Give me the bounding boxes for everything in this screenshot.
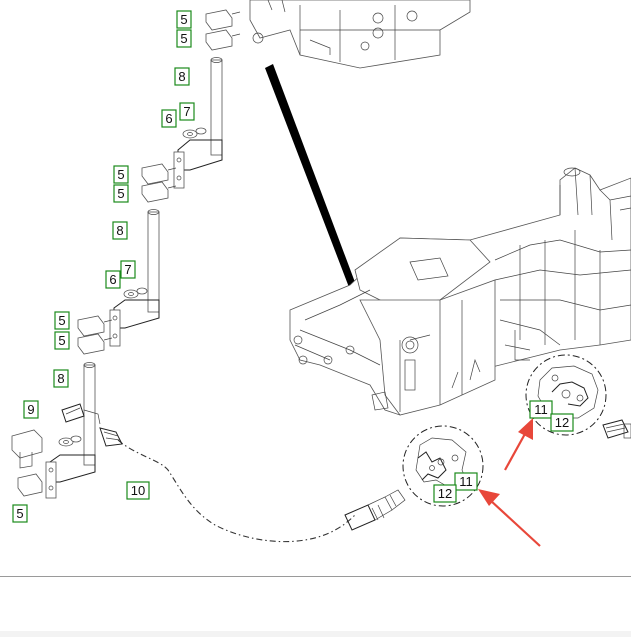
callout-5-d: 5 <box>113 184 129 203</box>
svg-text:11: 11 <box>534 402 548 417</box>
callout-6-b: 6 <box>105 270 121 289</box>
harness-cable <box>117 439 356 543</box>
callout-11-right: 11 <box>529 400 553 419</box>
svg-text:7: 7 <box>183 104 190 119</box>
harness-mast-upper <box>173 57 223 189</box>
harness-mast-lower <box>45 362 96 499</box>
svg-text:5: 5 <box>117 186 124 201</box>
callout-12-right: 12 <box>550 413 574 432</box>
callout-5-f: 5 <box>54 331 70 350</box>
svg-text:7: 7 <box>124 262 131 277</box>
callout-9: 9 <box>23 400 39 419</box>
svg-text:8: 8 <box>57 371 64 386</box>
harness-mast-middle <box>109 209 160 347</box>
svg-text:8: 8 <box>116 223 123 238</box>
upper-chassis-fragment <box>249 0 471 69</box>
callout-7-a: 7 <box>179 102 195 121</box>
sensor-plug <box>61 403 123 447</box>
svg-text:11: 11 <box>459 474 473 489</box>
svg-text:9: 9 <box>27 402 34 417</box>
highlight-arrow-left <box>478 489 541 547</box>
callout-5-c: 5 <box>113 165 129 184</box>
callout-11-center: 11 <box>454 472 478 491</box>
bracket-part-9 <box>11 429 43 469</box>
callout-5-g: 5 <box>12 504 28 523</box>
svg-text:10: 10 <box>131 483 145 498</box>
footer-divider <box>0 576 631 577</box>
svg-text:5: 5 <box>16 506 23 521</box>
svg-text:5: 5 <box>58 313 65 328</box>
svg-text:8: 8 <box>178 69 185 84</box>
callout-5-a: 5 <box>176 10 192 29</box>
svg-text:6: 6 <box>165 111 172 126</box>
callout-5-b: 5 <box>176 29 192 48</box>
callout-10: 10 <box>126 481 150 500</box>
svg-text:5: 5 <box>117 167 124 182</box>
callout-8-a: 8 <box>174 67 190 86</box>
main-chassis-frame <box>289 167 631 416</box>
clamp-group <box>17 9 241 497</box>
svg-text:12: 12 <box>555 415 569 430</box>
callout-8-c: 8 <box>53 369 69 388</box>
washer-bolt-group <box>58 127 207 447</box>
callout-8-b: 8 <box>112 221 128 240</box>
callout-7-b: 7 <box>120 260 136 279</box>
callout-6-a: 6 <box>161 109 177 128</box>
svg-text:12: 12 <box>438 486 452 501</box>
svg-text:5: 5 <box>180 12 187 27</box>
callout-12-center: 12 <box>433 484 457 503</box>
inline-connector <box>344 489 406 531</box>
footer-band <box>0 631 631 637</box>
svg-text:5: 5 <box>58 333 65 348</box>
highlight-arrow-right <box>504 418 533 471</box>
svg-text:6: 6 <box>109 272 116 287</box>
right-connector <box>602 419 631 439</box>
svg-text:5: 5 <box>180 31 187 46</box>
callout-5-e: 5 <box>54 311 70 330</box>
